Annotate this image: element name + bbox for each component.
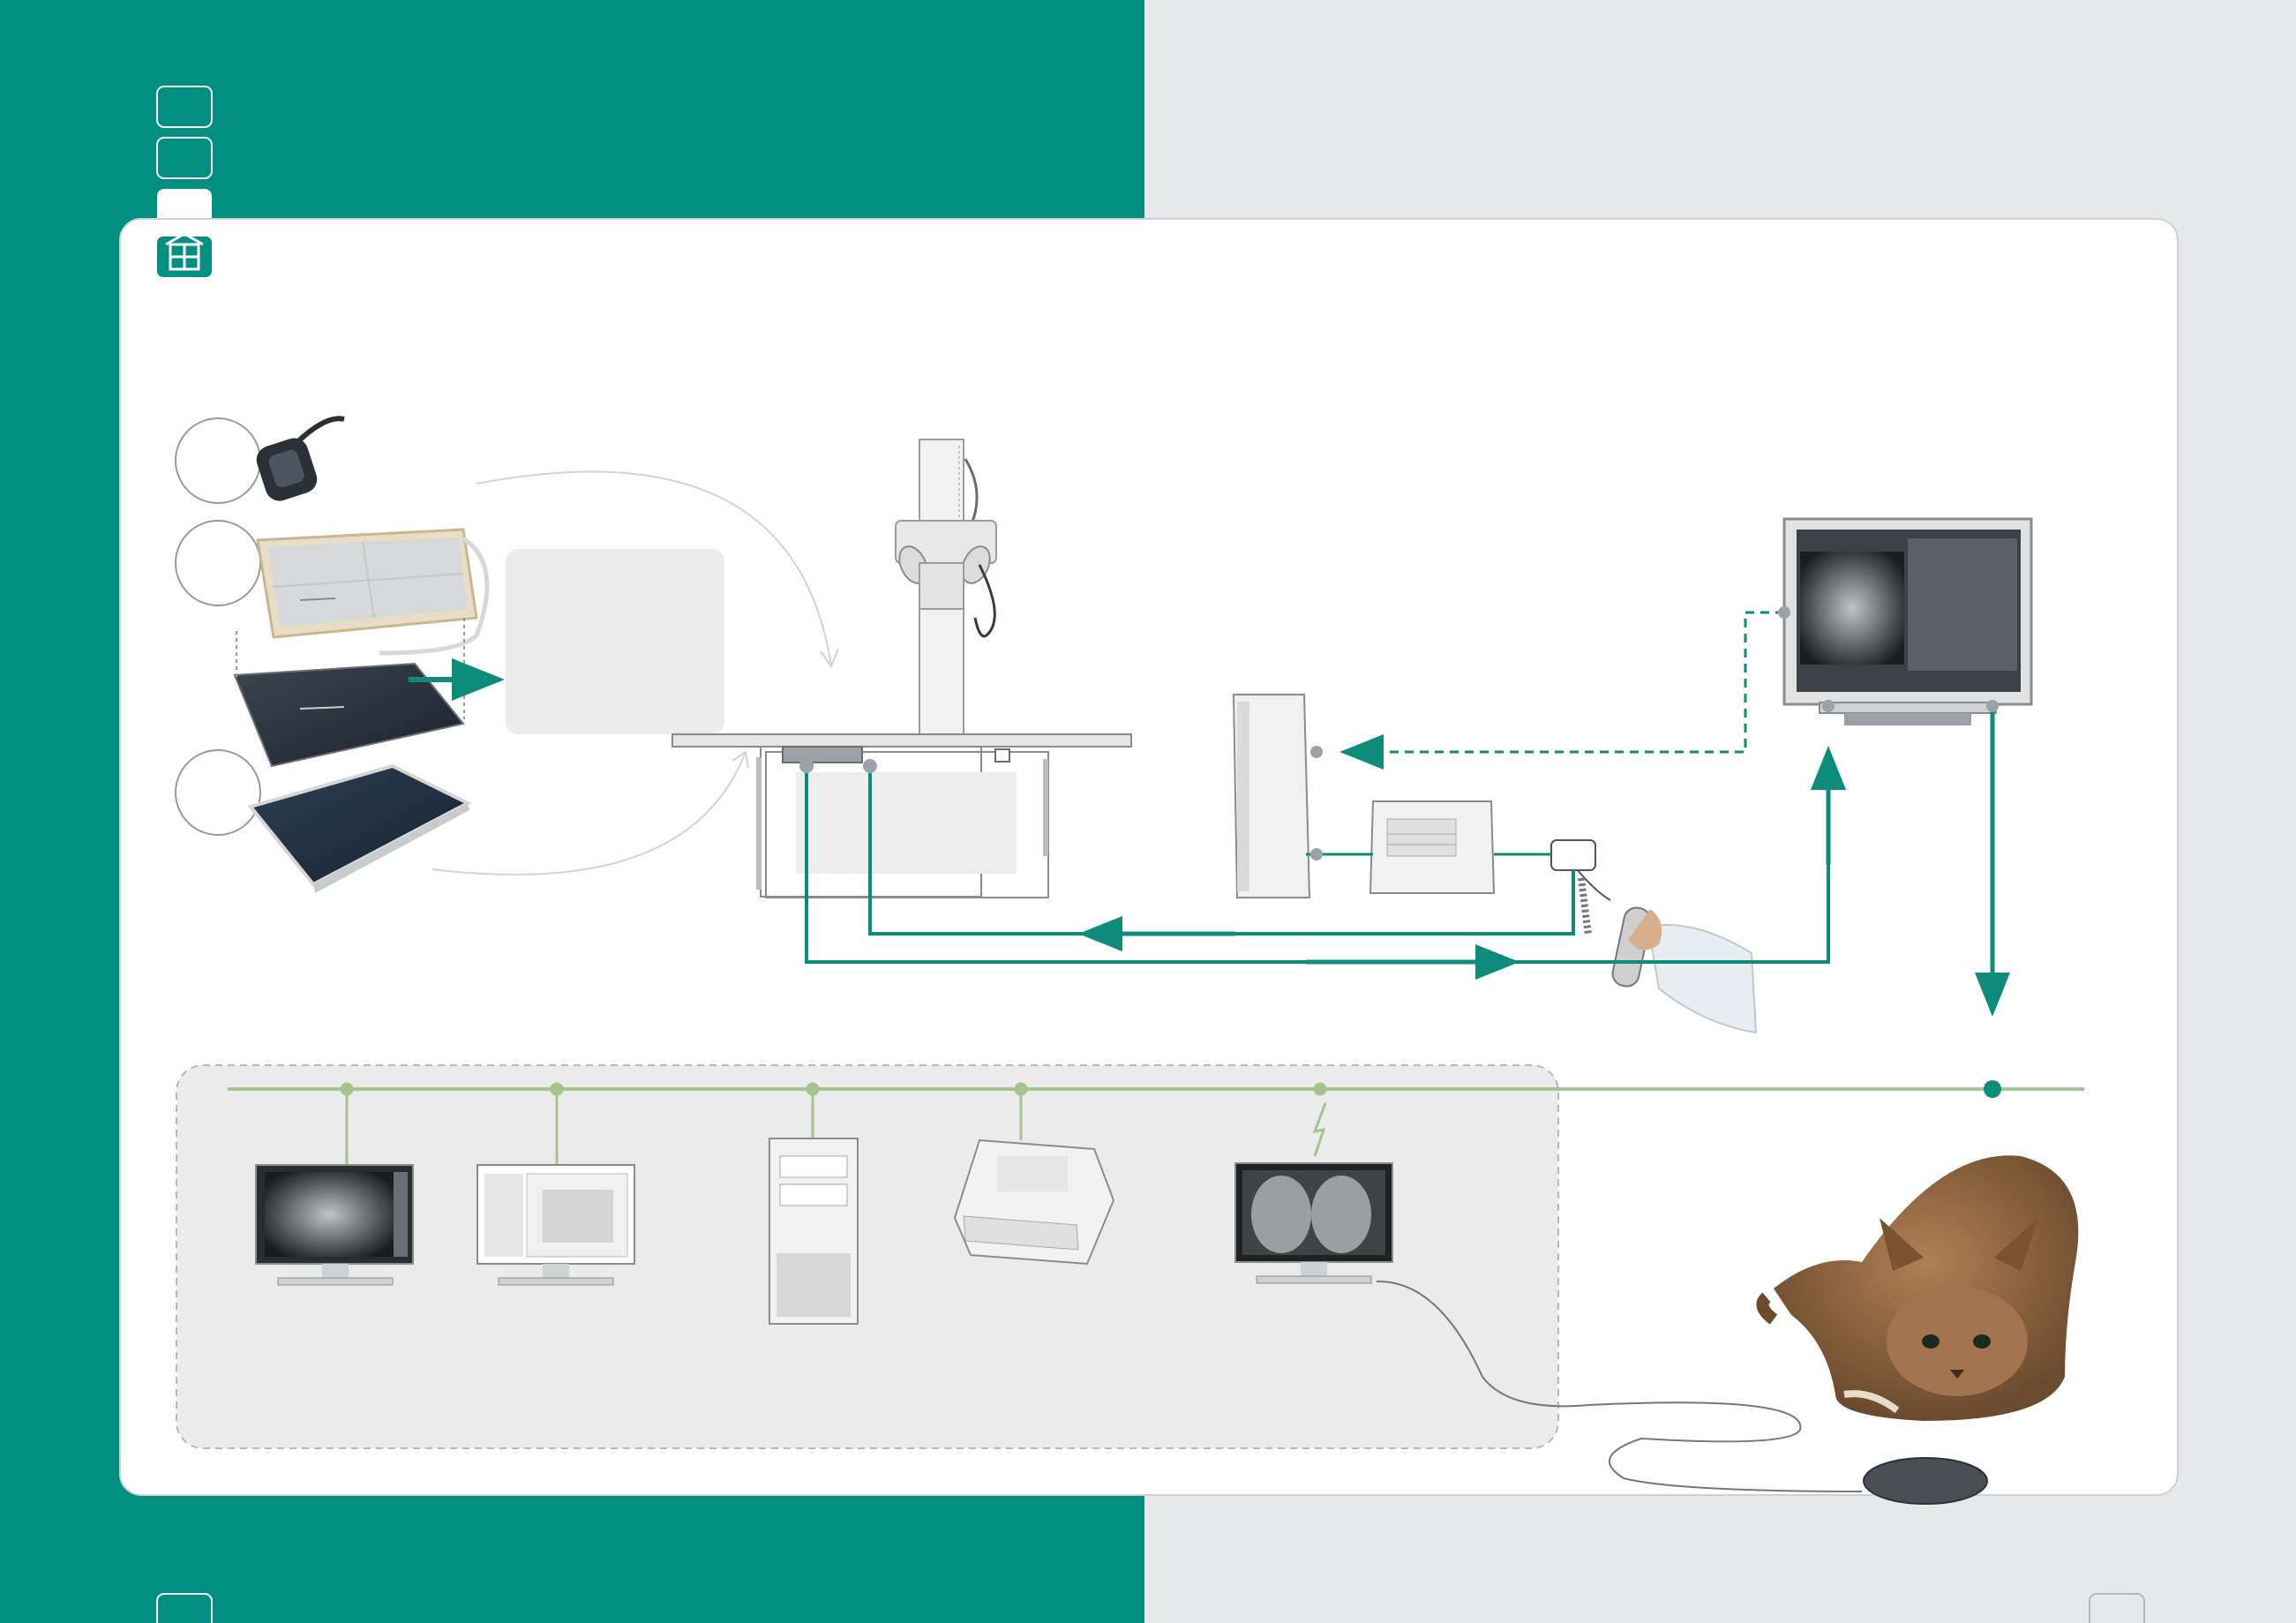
dashed-link-workstation-to-generator <box>1359 611 1784 754</box>
viewing-station-pelvis <box>255 1164 414 1286</box>
curve-arrow-bottom <box>431 751 747 876</box>
detector-marker-1 <box>175 417 261 504</box>
side-tab-1[interactable] <box>156 86 213 128</box>
cat-photo <box>1756 1155 2079 1421</box>
control-console <box>1369 800 1496 894</box>
server-tower <box>769 1138 859 1325</box>
network-junction <box>1984 1080 2001 1098</box>
wireless-bolt-icon <box>1312 1102 1327 1157</box>
film-printer <box>953 1138 1115 1266</box>
detector-info-box <box>506 549 724 734</box>
panel-cable <box>379 536 490 656</box>
flat-panel-icon <box>256 528 478 639</box>
window-grid-icon <box>157 232 212 277</box>
viewing-station-wireless <box>1234 1162 1393 1284</box>
dental-sensor-icon <box>256 416 345 501</box>
generator-cabinet <box>1232 694 1311 898</box>
flat-panel-icon <box>233 662 465 768</box>
curve-arrow-bottom-head <box>732 750 749 769</box>
computer-mouse <box>1863 1457 1988 1505</box>
curve-arrow-top-head <box>820 648 839 669</box>
page-tab-bottom-left[interactable] <box>156 1593 213 1623</box>
mouse-cable <box>1376 1280 1863 1492</box>
detector-marker-3 <box>175 749 261 836</box>
xray-table-with-tube-stand <box>672 439 1132 898</box>
network-area <box>176 1064 1559 1449</box>
curve-arrow-top <box>476 470 832 667</box>
page-tab-bottom-right[interactable] <box>2089 1593 2145 1623</box>
connector-dots <box>799 606 1999 860</box>
detector-marker-2 <box>175 520 261 606</box>
flat-panel-icon <box>247 763 472 893</box>
viewing-station-software <box>476 1164 635 1286</box>
exposure-hand-switch <box>1550 839 1758 1034</box>
network-drops <box>340 1082 1327 1167</box>
acquisition-workstation <box>1782 517 2033 725</box>
side-tab-2[interactable] <box>156 137 213 179</box>
